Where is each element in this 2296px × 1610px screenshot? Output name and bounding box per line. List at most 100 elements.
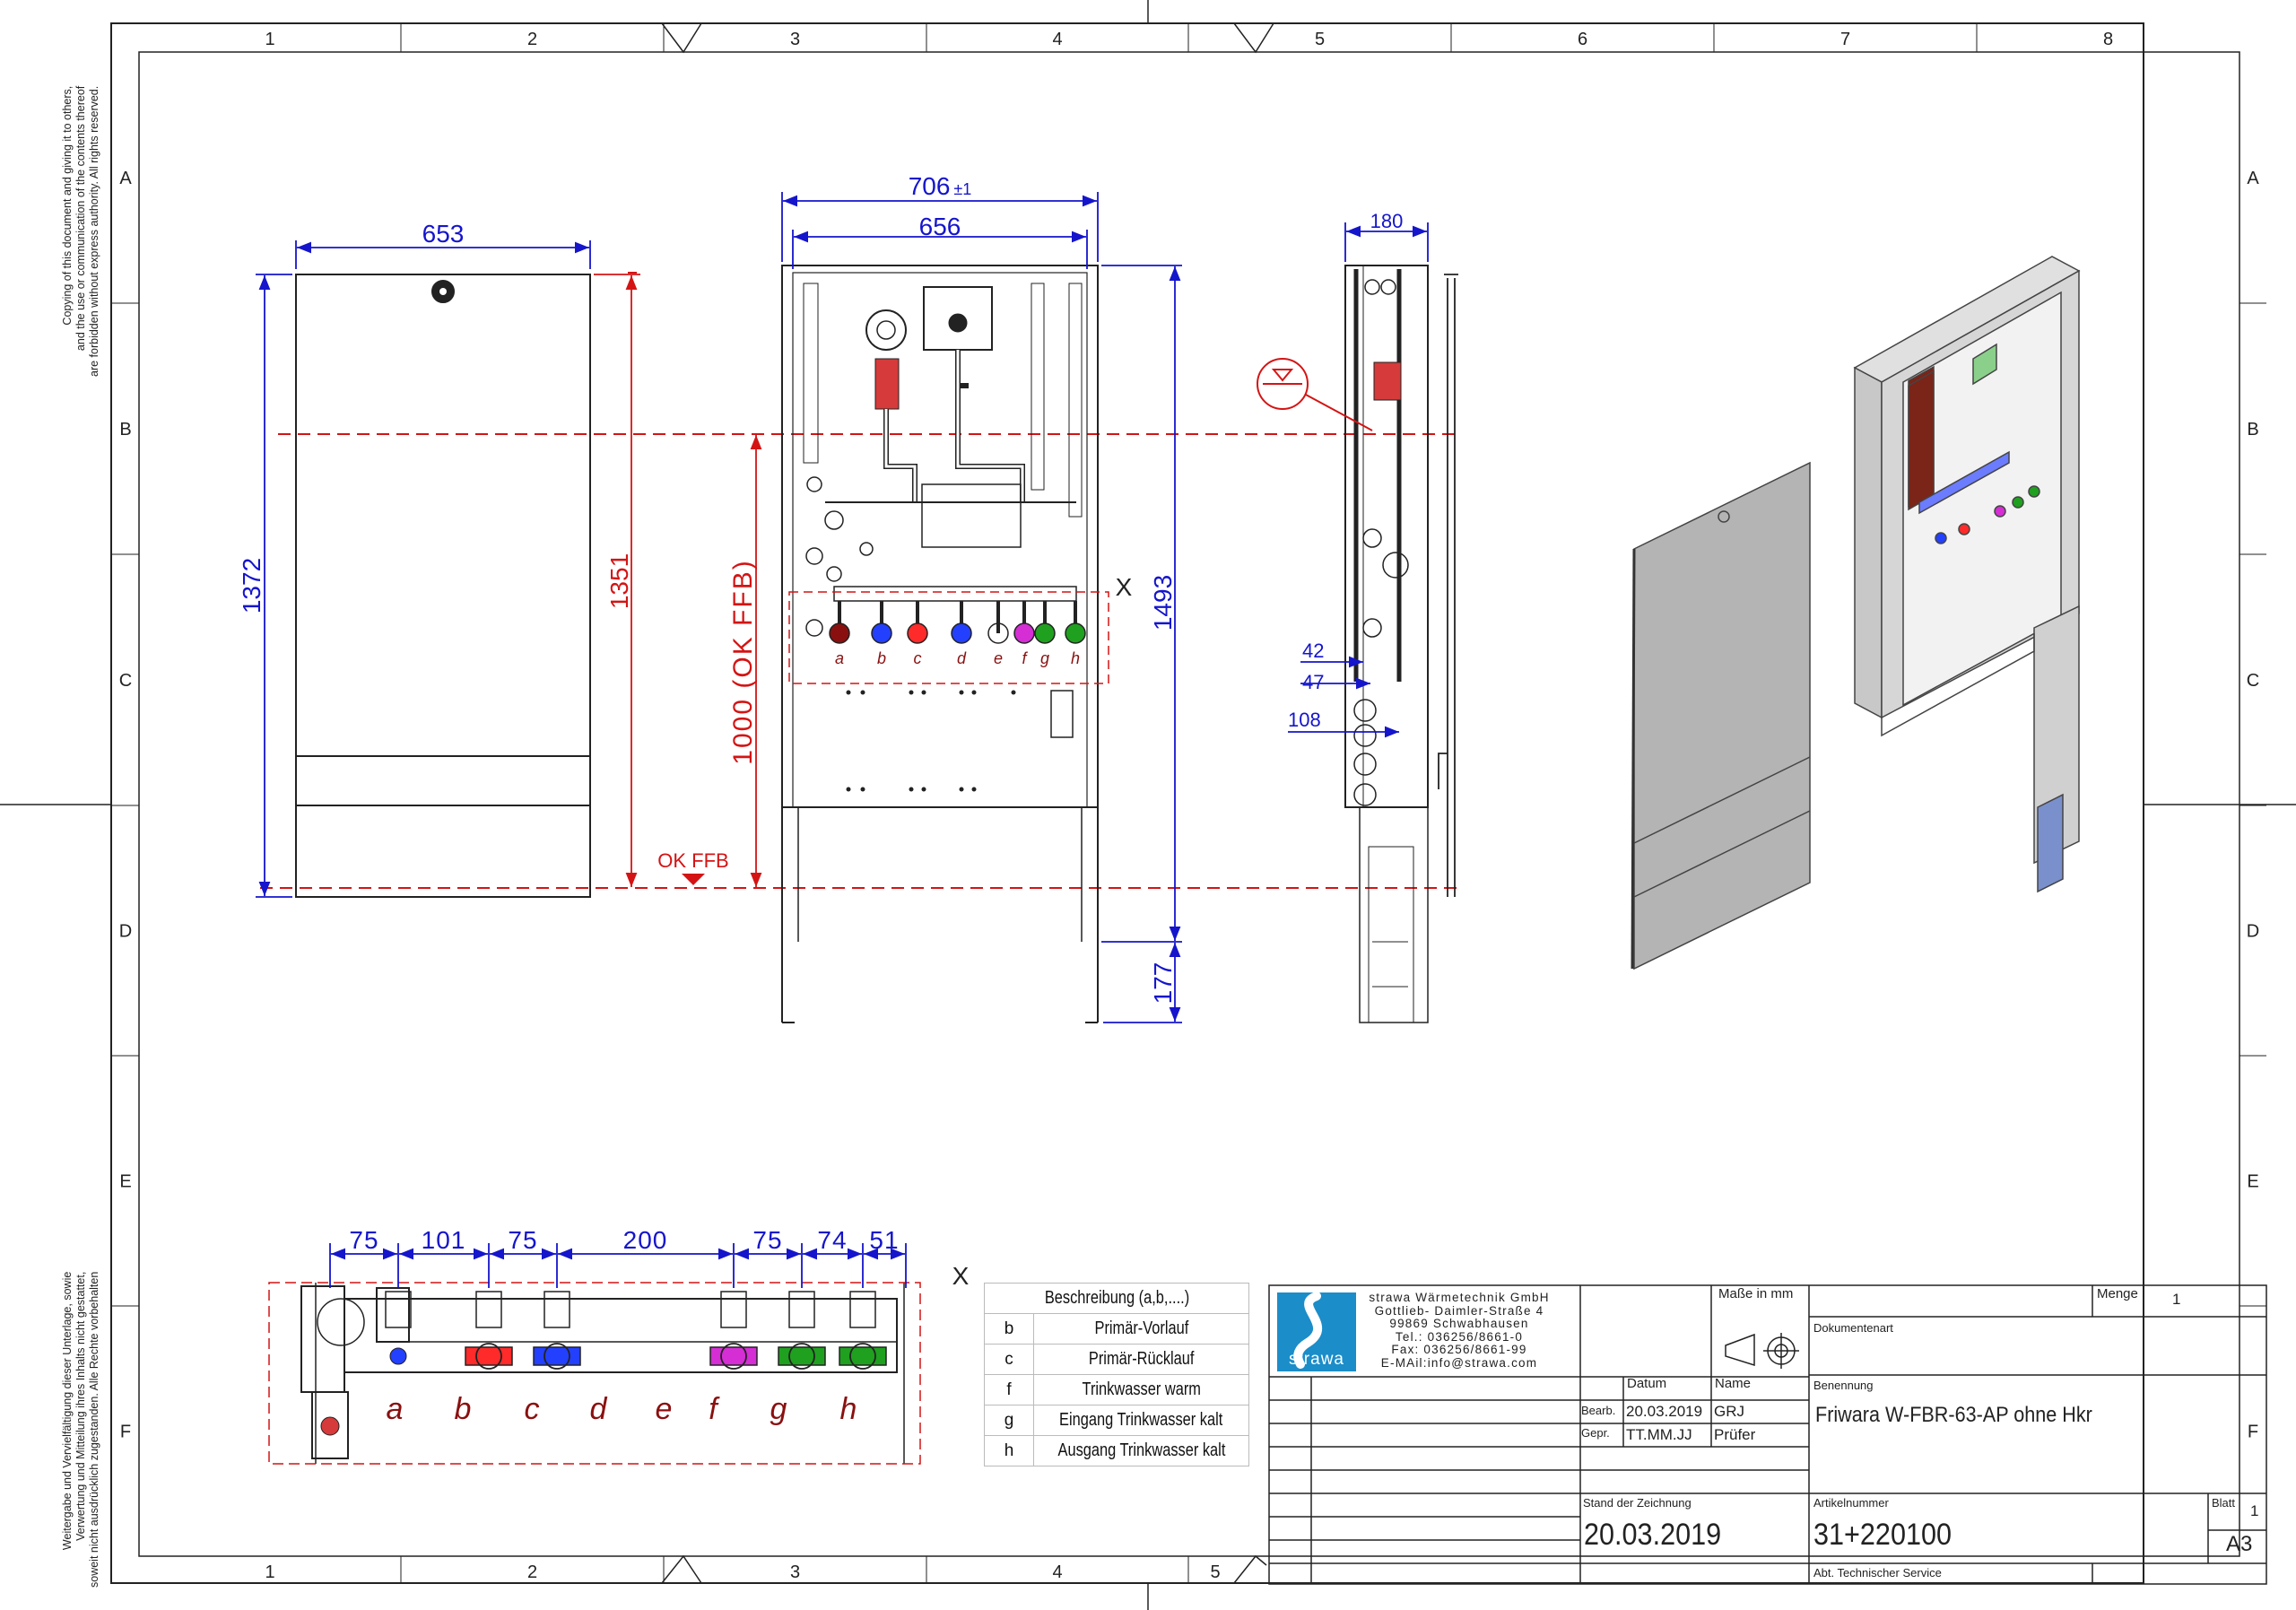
detail-valve-nut xyxy=(720,1291,747,1328)
dim-open-width-tolerance: ±1 xyxy=(953,180,971,198)
column-label-top: 7 xyxy=(1840,30,1850,49)
row-label-right: C xyxy=(2247,671,2259,691)
dim-side-42: 42 xyxy=(1302,640,1324,662)
side-fitting xyxy=(1362,618,1382,638)
legend-header: Beschreibung (a,b,....) xyxy=(1007,1283,1226,1314)
spacing-label: 51 xyxy=(869,1226,899,1254)
row-label-right: B xyxy=(2247,420,2258,439)
spacing-label: 74 xyxy=(817,1226,847,1254)
legend-key: f xyxy=(984,1374,1034,1405)
artikel-text: 31+220100 xyxy=(1813,1518,1952,1552)
dim-side-108: 108 xyxy=(1288,709,1321,731)
column-label-bottom: 4 xyxy=(1052,1562,1062,1582)
detail-valve-handle xyxy=(709,1346,758,1366)
dim-front-width: 653 xyxy=(422,220,465,248)
menge-value: 1 xyxy=(2172,1291,2181,1308)
manifold-detail-outline xyxy=(268,1282,921,1465)
column-label-bottom: 5 xyxy=(1210,1562,1220,1582)
row-label-left: E xyxy=(119,1172,131,1192)
mounting-hole xyxy=(971,787,977,792)
legend-label: Primär-Rücklauf xyxy=(1033,1344,1249,1375)
legend-label-text: Primär-Vorlauf xyxy=(1094,1318,1188,1338)
connection-letter-small: a xyxy=(835,649,844,667)
logo-text: strawa xyxy=(1289,1350,1344,1369)
benennung-text: Friwara W-FBR-63-AP ohne Hkr xyxy=(1815,1403,2092,1427)
level-symbol-icon xyxy=(1257,358,1373,431)
valve-body xyxy=(987,622,1009,644)
valve-body xyxy=(907,622,928,644)
side-fitting xyxy=(1382,552,1409,579)
logo-wave-icon xyxy=(1293,1292,1323,1369)
spacing-label: 75 xyxy=(752,1226,782,1254)
legend-key: b xyxy=(984,1313,1034,1345)
mounting-hole xyxy=(860,787,865,792)
copyright-de-line-3: soweit nicht ausdrücklich zugestanden. A… xyxy=(88,1271,100,1588)
projection-symbol-icon xyxy=(1725,1333,1799,1369)
row-label-left: A xyxy=(119,169,132,188)
row-label-left: B xyxy=(119,420,131,439)
bearb-name: GRJ xyxy=(1714,1403,1744,1420)
mounting-hole xyxy=(846,787,851,792)
manifold-highlight xyxy=(788,591,1109,684)
column-label-top: 2 xyxy=(527,30,537,49)
blatt-label: Blatt xyxy=(2212,1496,2236,1510)
department-label: Abt. Technischer Service xyxy=(1813,1566,1942,1580)
datum-label: Datum xyxy=(1627,1376,1667,1391)
name-label: Name xyxy=(1715,1376,1752,1391)
connection-letter-small: h xyxy=(1071,649,1080,667)
legend-header-row: Beschreibung (a,b,....) xyxy=(985,1283,1249,1314)
mounting-hole xyxy=(846,690,851,695)
detail-valve-handle xyxy=(533,1346,581,1366)
side-view xyxy=(1344,265,1458,1023)
dim-foot-height: 177 xyxy=(1149,962,1177,1005)
legend-key: h xyxy=(984,1435,1034,1466)
detail-valve-handle xyxy=(778,1346,826,1366)
mounting-hole xyxy=(959,787,964,792)
bearb-date: 20.03.2019 xyxy=(1626,1403,1703,1420)
mounting-hole xyxy=(959,690,964,695)
copyright-note-en: Copying of this document and giving it t… xyxy=(61,86,101,377)
company-line: E-MAil:info@strawa.com xyxy=(1380,1355,1538,1370)
company-line: 99869 Schwabhausen xyxy=(1389,1317,1529,1331)
dim-side-47: 47 xyxy=(1302,671,1324,693)
detail-valve-nut xyxy=(475,1291,502,1328)
menge-label: Menge xyxy=(2097,1286,2138,1301)
section-marker-x: X xyxy=(1116,573,1133,601)
spacing-label: 200 xyxy=(623,1226,668,1254)
detail-valve-body xyxy=(544,1343,570,1370)
manifold-spacing-dimensions xyxy=(329,1243,907,1288)
valve-body xyxy=(829,622,850,644)
column-label-top: 1 xyxy=(265,30,274,49)
column-label-bottom: 3 xyxy=(790,1562,800,1582)
connection-letter: g xyxy=(770,1392,787,1426)
legend-key: c xyxy=(984,1344,1034,1375)
connection-letter-small: c xyxy=(914,649,922,667)
copyright-en-line-2: and the use or communication of the cont… xyxy=(74,85,87,352)
detail-valve-body xyxy=(720,1343,747,1370)
row-label-right: D xyxy=(2247,922,2259,942)
detail-valve-handle xyxy=(389,1347,407,1365)
legend-label-text: Primär-Rücklauf xyxy=(1088,1349,1195,1369)
detail-valve-body xyxy=(788,1343,815,1370)
dim-front-height-inner: 1351 xyxy=(605,553,633,609)
connection-letter: a xyxy=(387,1392,404,1426)
side-fitting xyxy=(1353,724,1377,747)
column-label-top: 4 xyxy=(1052,30,1062,49)
title-block-grid xyxy=(1268,1284,2267,1585)
legend-label-text: Eingang Trinkwasser kalt xyxy=(1059,1410,1223,1430)
stand-label: Stand der Zeichnung xyxy=(1583,1496,1692,1510)
company-address: strawa Wärmetechnik GmbH Gottlieb- Daiml… xyxy=(1356,1291,1562,1371)
copyright-note-de: Weitergabe und Vervielfältigung dieser U… xyxy=(61,1272,101,1588)
side-fitting xyxy=(1380,279,1396,295)
legend-key: g xyxy=(984,1405,1034,1436)
row-label-left: C xyxy=(119,671,132,691)
side-view-dimensions xyxy=(1288,222,1429,738)
spacing-label: 101 xyxy=(422,1226,466,1254)
format-value: A3 xyxy=(2226,1532,2253,1556)
